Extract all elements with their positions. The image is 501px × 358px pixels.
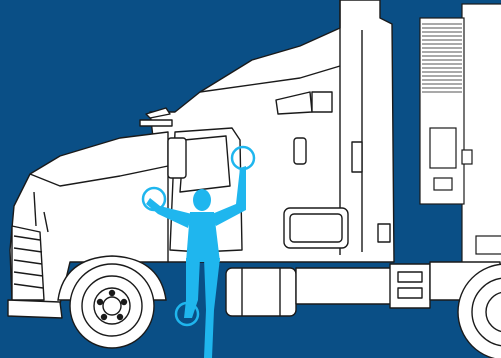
illustration-stage	[0, 0, 501, 358]
